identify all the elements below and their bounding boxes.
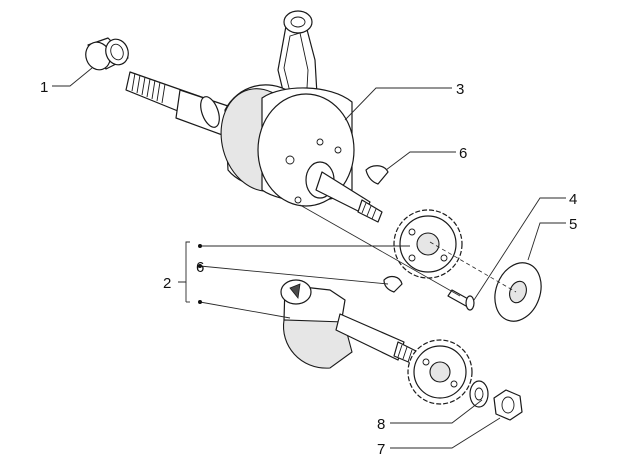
callout-4: 4 [569, 191, 577, 208]
callout-8: 8 [377, 416, 385, 433]
callout-5: 5 [569, 216, 577, 233]
nut-part-7 [493, 389, 523, 421]
key-part-6-upper [365, 165, 389, 185]
leader-lines [52, 67, 566, 449]
callout-6-lower: 6 [196, 259, 204, 276]
crankshaft-part-3 [125, 10, 383, 223]
sprocket-upper [393, 209, 463, 279]
sprocket-lower [407, 339, 473, 405]
screw-part-4 [447, 289, 475, 311]
assembly-axis-lines [299, 204, 517, 297]
bush-part-1 [85, 37, 129, 71]
callout-6-upper: 6 [459, 145, 467, 162]
washer-part-8 [469, 380, 489, 408]
washer-part-5 [494, 262, 542, 322]
callout-3: 3 [456, 81, 464, 98]
callout-2: 2 [163, 275, 171, 292]
callout-1: 1 [40, 79, 48, 96]
key-part-6-lower [383, 275, 403, 293]
callout-7: 7 [377, 441, 385, 458]
crankshaft-half [280, 279, 423, 369]
callout-labels: 1 3 6 4 5 2 6 8 7 [40, 79, 577, 458]
